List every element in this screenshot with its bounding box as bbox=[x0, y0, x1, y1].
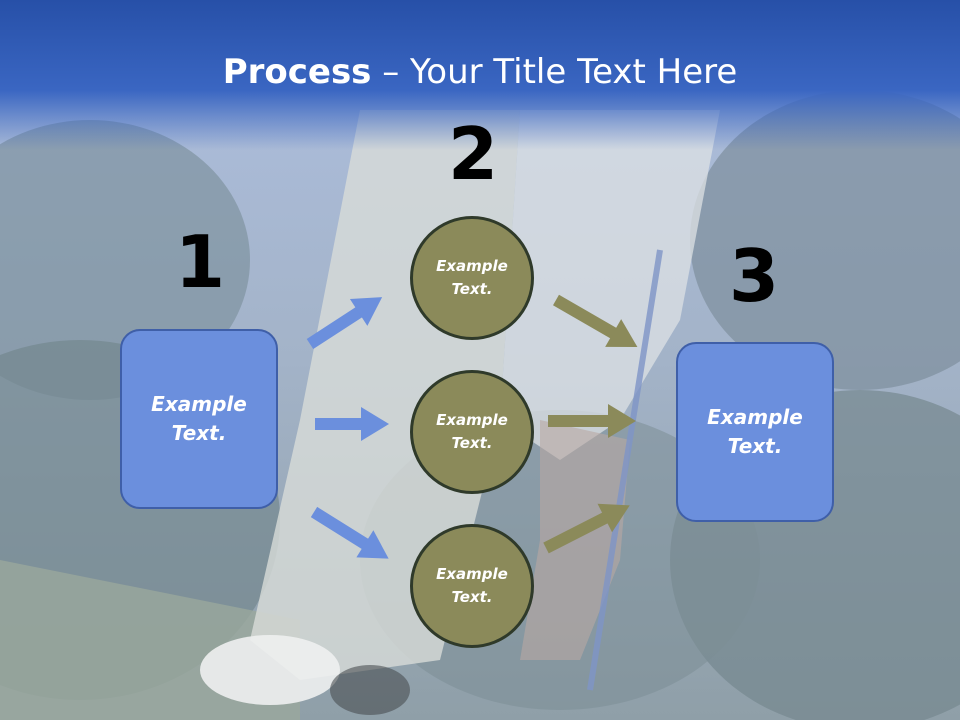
circle-bottom-line2: Text. bbox=[451, 588, 493, 606]
arrow-from-top-circle bbox=[553, 294, 638, 347]
step-3-text-line1: Example bbox=[707, 405, 803, 429]
step-number-1: 1 bbox=[174, 220, 226, 304]
title-bold: Process bbox=[222, 52, 372, 92]
title-bar bbox=[0, 0, 960, 150]
olive-arrows bbox=[543, 294, 638, 554]
step-3-text-line2: Text. bbox=[727, 434, 783, 458]
step-1-text-line2: Text. bbox=[171, 421, 227, 445]
circle-middle-line1: Example bbox=[436, 411, 508, 429]
step-number-2: 2 bbox=[447, 112, 499, 196]
arrow-to-top-circle bbox=[306, 297, 383, 350]
circle-top-line1: Example bbox=[436, 257, 508, 275]
arrow-from-middle-circle bbox=[548, 404, 636, 438]
arrow-from-bottom-circle bbox=[543, 503, 630, 554]
circle-middle-line2: Text. bbox=[451, 434, 493, 452]
arrow-to-bottom-circle bbox=[310, 506, 389, 559]
circle-bottom-line1: Example bbox=[436, 565, 508, 583]
page-title: Process – Your Title Text Here bbox=[0, 52, 960, 92]
step-1-text-line1: Example bbox=[151, 392, 247, 416]
circle-top-line2: Text. bbox=[451, 280, 493, 298]
title-rest: – Your Title Text Here bbox=[371, 52, 738, 92]
arrow-to-middle-circle bbox=[315, 407, 389, 441]
blue-arrows bbox=[306, 297, 389, 559]
step-number-3: 3 bbox=[728, 234, 780, 318]
